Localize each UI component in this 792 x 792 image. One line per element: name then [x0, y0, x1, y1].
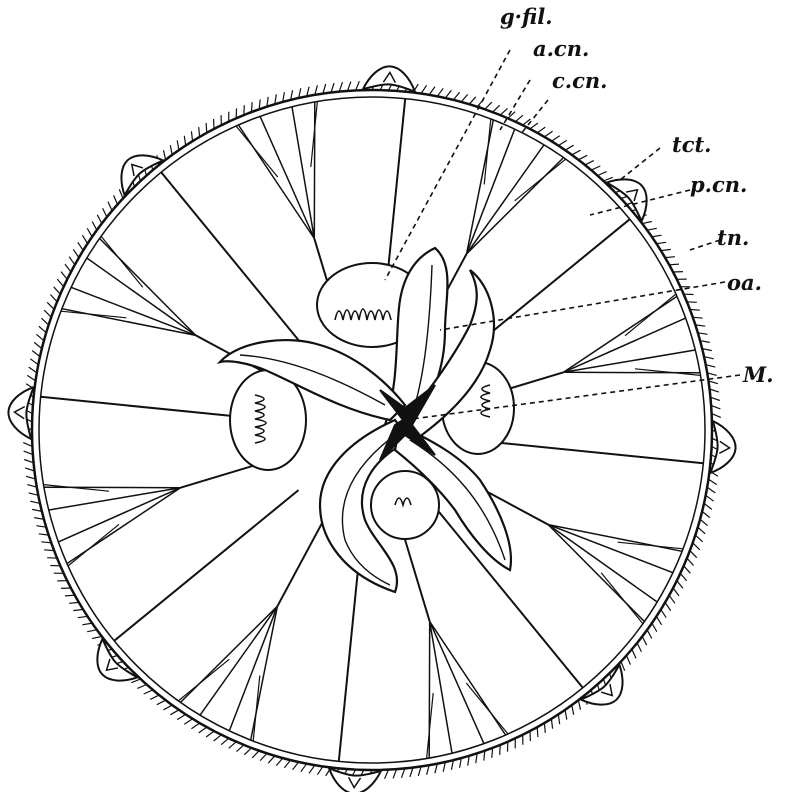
- label-tct: tct.: [672, 132, 712, 157]
- label-M: M.: [742, 362, 774, 387]
- label-g-fil: g·fil.: [500, 4, 553, 29]
- label-p-cn: p.cn.: [690, 172, 747, 197]
- label-tn: tn.: [717, 225, 749, 250]
- bell-margin: [32, 90, 712, 770]
- leader-tn: [690, 240, 720, 250]
- label-oa: oa.: [727, 270, 762, 295]
- label-c-cn: c.cn.: [552, 68, 607, 93]
- medusa-body: [7, 65, 737, 792]
- label-a-cn: a.cn.: [533, 36, 589, 61]
- leader-tct: [620, 148, 660, 180]
